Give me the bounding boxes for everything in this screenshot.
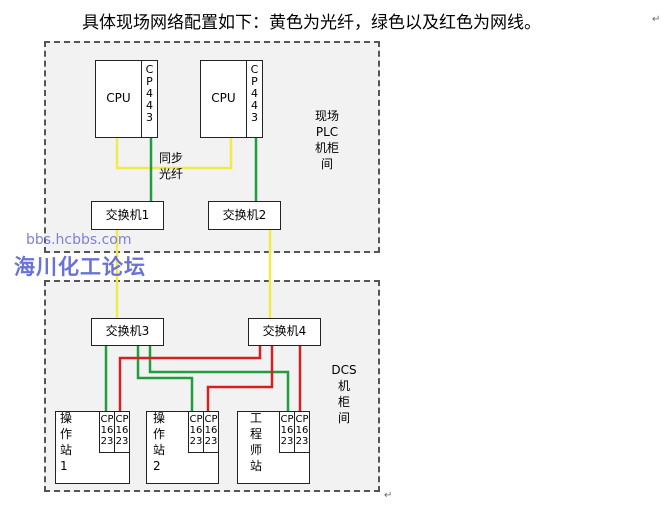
station3-cp1623-a: CP 16 23 bbox=[279, 411, 295, 453]
engineer-station: 工 程 师 站 CP 16 23 CP 16 23 bbox=[237, 411, 310, 484]
cpu2-cp443-module: C P 4 4 3 bbox=[246, 60, 263, 138]
switch3-station2-link bbox=[136, 346, 194, 411]
switch3: 交换机3 bbox=[91, 318, 164, 346]
plc-cabinet-label: 现场 PLC 机柜 间 bbox=[314, 109, 339, 171]
return-mark-bottom: ↵ bbox=[384, 490, 393, 501]
cpu2-label: CPU bbox=[211, 91, 236, 105]
cpu1-cp443-module: C P 4 4 3 bbox=[141, 60, 158, 138]
cpu1-label: CPU bbox=[106, 91, 131, 105]
operator-station-1: 操 作 站 1 CP 16 23 CP 16 23 bbox=[55, 411, 130, 484]
switch1: 交换机1 bbox=[91, 201, 164, 230]
station1-cp1623-b: CP 16 23 bbox=[114, 411, 130, 453]
switch2: 交换机2 bbox=[208, 201, 281, 230]
station3-name: 工 程 师 站 bbox=[250, 411, 263, 473]
switch4-station2-link bbox=[206, 346, 274, 411]
sync-fiber-label: 同步 光纤 bbox=[158, 151, 183, 181]
switch4: 交换机4 bbox=[248, 318, 321, 346]
switch4-station1-link bbox=[118, 346, 262, 411]
caption-text: 具体现场网络配置如下：黄色为光纤，绿色以及红色为网线。 bbox=[82, 13, 541, 33]
dcs-cabinet-label: DCS 机 柜 间 bbox=[331, 363, 357, 425]
cpu2-unit: CPU C P 4 4 3 bbox=[200, 60, 263, 138]
station2-cp1623-a: CP 16 23 bbox=[188, 411, 204, 453]
watermark-url: bbs.hcbbs.com bbox=[26, 232, 132, 248]
station1-cp1623-a: CP 16 23 bbox=[99, 411, 115, 453]
red-lines bbox=[118, 346, 302, 411]
sync-fiber bbox=[115, 138, 233, 170]
fiber-lines bbox=[115, 138, 272, 318]
watermark-name: 海川化工论坛 bbox=[14, 255, 146, 279]
return-mark: ↵ bbox=[652, 14, 661, 25]
cpu1-unit: CPU C P 4 4 3 bbox=[95, 60, 158, 138]
station1-name: 操 作 站 1 bbox=[60, 411, 73, 473]
station3-cp1623-b: CP 16 23 bbox=[294, 411, 310, 453]
station2-name: 操 作 站 2 bbox=[153, 411, 166, 473]
operator-station-2: 操 作 站 2 CP 16 23 CP 16 23 bbox=[146, 411, 219, 484]
station2-cp1623-b: CP 16 23 bbox=[203, 411, 219, 453]
